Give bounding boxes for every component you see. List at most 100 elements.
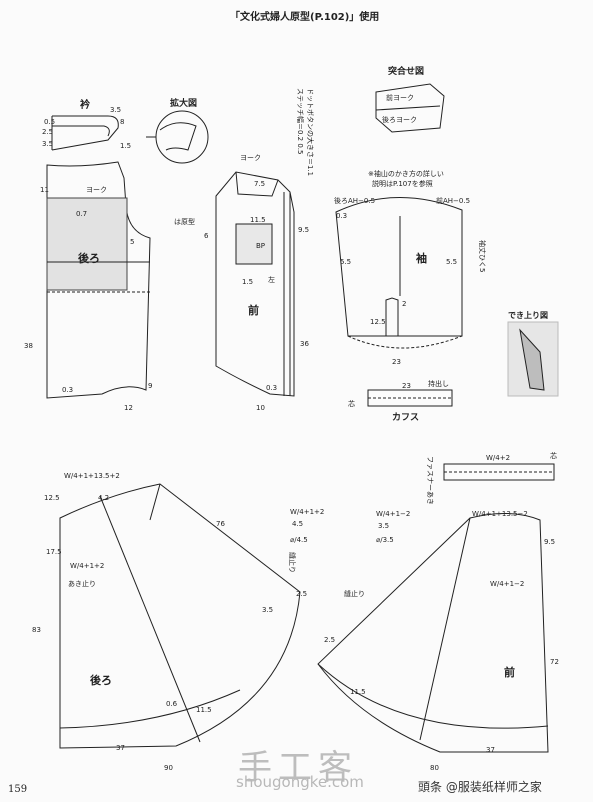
label-back-skirt: 後ろ [90,673,112,687]
m-sleeve-23: 23 [392,358,401,366]
label-sleeve-len: 袖丈ひく5 [478,240,487,272]
m-front-03: 0.3 [266,384,277,392]
label-moti: 持出し [428,379,449,388]
cuff-piece [367,389,453,407]
label-front-yoke: 前ヨーク [386,93,414,102]
formula-phi2: ⌀/3.5 [376,536,394,544]
m-front-10: 10 [256,404,265,412]
page-header: 「文化式婦人原型(P.102)」使用 [230,12,380,23]
m-back-5: 5 [130,238,134,246]
m-sleeve-125: 12.5 [370,318,386,326]
m-collar-05: 0.5 [44,118,55,126]
label-completion: でき上り図 [508,310,548,320]
label-yoke-front: ヨーク [240,154,261,162]
watermark-credit: 頭条 @服装纸样师之家 [418,778,542,795]
formula-mid2-den: 3.5 [378,522,389,530]
label-sleeve: 袖 [416,251,427,265]
label-fastener: ファスナーあき [426,456,434,505]
m-front-6: 6 [204,232,209,240]
label-enlarge: 拡大図 [170,97,197,109]
m-collar-25: 2.5 [42,128,53,136]
m-sleeve-03: 0.3 [336,212,347,220]
m-front-75: 7.5 [254,180,265,188]
m-collar-8: 8 [120,118,124,126]
formula-band: W/4+2 [486,454,510,462]
m-front-95: 9.5 [298,226,309,234]
label-genkei: は原型 [174,217,195,226]
m-front-15: 1.5 [242,278,253,286]
label-collar: 衿 [80,98,90,111]
label-yoke-back: ヨーク [86,186,107,194]
m-fskirt-115: 11.5 [350,688,366,696]
m-skirt-175: 17.5 [46,548,62,556]
formula-back-hip: W/4+1+2 [70,562,104,570]
m-skirt-76: 76 [216,520,225,528]
formula-back-waist: W/4+1+13.5+2 [64,472,120,480]
label-back: 後ろ [78,251,100,265]
label-cuffs: カフス [392,412,419,423]
m-back-03: 0.3 [62,386,73,394]
label-button-note: ドットボタンの大きさ＝1.1 [306,88,315,176]
formula-front-waist: W/4+1+13.5−2 [472,510,528,518]
back-skirt-piece [59,483,301,749]
m-skirt-90: 90 [164,764,173,772]
m-collar-35: 3.5 [110,106,121,114]
label-front-skirt: 前 [504,665,515,679]
sleeve-piece [335,197,463,349]
formula-mid1: W/4+1+2 [290,508,324,516]
label-center-band: 芯 [550,451,557,460]
m-skirt-125: 12.5 [44,494,60,502]
m-back-38: 38 [24,342,33,350]
label-stitch-note: ステッチ幅＝0.2 0.5 [296,88,305,155]
label-center-cuff: 芯 [348,399,355,408]
m-front-36: 36 [300,340,309,348]
m-skirt-25: 2.5 [296,590,307,598]
label-front: 前 [248,303,259,317]
m-skirt-37: 37 [116,744,125,752]
m-fskirt-80: 80 [430,764,439,772]
label-left: 左 [268,275,275,284]
sleeve-note-1: ※袖山のかき方の詳しい [368,169,444,178]
label-join: 突合せ図 [388,65,424,77]
formula-mid2: W/4+1−2 [376,510,410,518]
completion-sketch [507,321,559,397]
formula-mid1-den: 4.5 [292,520,303,528]
label-back-ah: 後ろAH−0.5 [334,196,375,205]
waistband-piece [443,463,555,481]
m-front-115: 11.5 [250,216,266,224]
label-back-yoke: 後ろヨーク [382,115,417,124]
m-cuff-23: 23 [402,382,411,390]
yoke-join-diagram [375,83,445,133]
m-sleeve-2: 2 [402,300,406,308]
back-bodice-piece [46,161,151,399]
watermark-credit-account: @服装纸样师之家 [445,780,542,794]
m-sleeve-55b: 5.5 [446,258,457,266]
label-seam-end-front: 縫止り [344,589,365,598]
watermark-credit-brand: 頭条 [418,780,443,794]
m-skirt-42: 4.2 [98,494,109,502]
page-number: 159 [8,784,28,795]
m-fskirt-25: 2.5 [324,636,335,644]
m-fskirt-95: 9.5 [544,538,555,546]
front-skirt-piece [317,512,549,753]
label-bp: BP [256,242,265,250]
enlarge-detail [146,110,209,164]
m-fskirt-37: 37 [486,746,495,754]
m-back-9: 9 [148,382,152,390]
label-front-ah: 前AH−0.5 [436,196,470,205]
formula-phi1: ⌀/4.5 [290,536,308,544]
m-back-07: 0.7 [76,210,87,218]
m-sleeve-55a: 5.5 [340,258,351,266]
m-back-11: 11 [40,186,49,194]
watermark-url: shougongke.com [236,773,364,791]
m-back-12: 12 [124,404,133,412]
m-skirt-115: 11.5 [196,706,212,714]
watermark-main: 手工客 [238,748,358,788]
m-collar-35b: 3.5 [42,140,53,148]
m-skirt-35: 3.5 [262,606,273,614]
m-collar-15: 1.5 [120,142,131,150]
m-skirt-06: 0.6 [166,700,178,708]
label-slit-end: あき止り [68,579,96,588]
